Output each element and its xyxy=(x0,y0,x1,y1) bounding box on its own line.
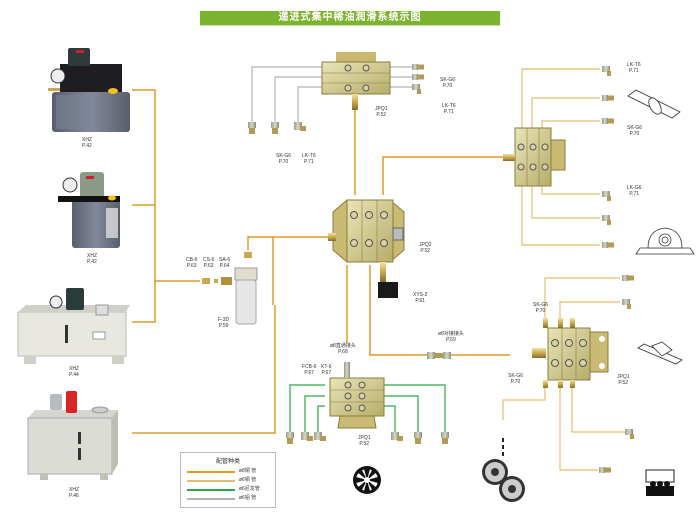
legend-swatch xyxy=(187,471,235,473)
fitting-right-5 xyxy=(602,215,611,225)
legend-label: ø6铜 管 xyxy=(239,477,257,483)
distributor-jpq2-center[interactable] xyxy=(328,199,405,282)
fitting-bottom-2 xyxy=(301,432,313,441)
pipe-filter-to-jpq2 xyxy=(247,236,330,250)
legend-item: ø6铜 管 xyxy=(187,477,273,484)
pump-xhz-p42-small[interactable] xyxy=(58,172,120,248)
pipes-copper-8 xyxy=(132,89,510,434)
legend-label: ø6铝 管 xyxy=(239,495,257,501)
legend-title: 配管种类 xyxy=(215,459,240,465)
legend-swatch xyxy=(187,489,235,491)
fitting-lk-t6-top-left xyxy=(294,122,306,131)
switch-xys2[interactable] xyxy=(378,282,398,298)
fitting-lower-right-4 xyxy=(599,467,611,473)
fitting-lower-right-1 xyxy=(622,275,634,281)
fitting-right-2 xyxy=(602,95,614,101)
pipes-copper-6 xyxy=(502,68,625,471)
pipe-to-butt xyxy=(369,265,427,356)
fitting-lk-t6-right xyxy=(602,66,611,76)
roller-bearing-icon xyxy=(645,469,675,496)
wheel-icon xyxy=(353,466,381,494)
pump-xhz-p44[interactable] xyxy=(17,288,130,364)
gear-pair-icon xyxy=(482,438,525,502)
pipe-legend: 配管种类 ø8铜 管 ø6铜 管 ø6尼龙管 ø6铝 管 xyxy=(180,452,276,508)
fitting-sk-g6-top-left xyxy=(271,122,279,134)
fitting-bottom-4 xyxy=(391,432,403,441)
distributor-right-upper[interactable] xyxy=(503,127,566,187)
inlet-fittings[interactable] xyxy=(202,277,232,285)
fitting-sk-g6-right xyxy=(602,118,614,124)
pipes-nylon-6 xyxy=(289,384,446,432)
title-underline xyxy=(200,25,500,26)
legend-swatch xyxy=(187,498,235,500)
fitting-right-6 xyxy=(602,242,614,248)
butt-joint-fitting[interactable] xyxy=(427,352,451,359)
pump-xhz-p42-large[interactable] xyxy=(48,48,130,132)
fitting-lk-g6-right xyxy=(602,191,611,201)
distributor-jpq1-top[interactable] xyxy=(321,52,391,110)
legend-item: ø8铜 管 xyxy=(187,468,273,475)
fitting-bottom-5 xyxy=(414,432,422,444)
legend-item: ø6铝 管 xyxy=(187,495,273,502)
pipe-pump4 xyxy=(132,305,276,434)
shaft-icon xyxy=(627,89,681,119)
legend-label: ø8铜 管 xyxy=(239,468,257,474)
fitting-bottom-1 xyxy=(286,432,294,444)
fitting-lk-t6-top-right xyxy=(412,84,421,94)
diagram-title: 递进式集中稀油润滑系统示图 xyxy=(200,11,500,25)
pump-xhz-p46[interactable] xyxy=(27,391,118,480)
linear-guide-icon xyxy=(637,341,683,365)
fitting-bottom-6 xyxy=(441,432,449,444)
fitting-lower-right-3 xyxy=(625,429,634,439)
legend-item: ø6尼龙管 xyxy=(187,486,273,493)
distributor-jpq1-bottom[interactable] xyxy=(329,362,385,429)
fitting-bottom-3 xyxy=(314,432,326,441)
pipes-aluminum-6 xyxy=(251,66,412,122)
fitting-top-right-1 xyxy=(412,64,424,70)
legend-swatch xyxy=(187,480,235,482)
distributor-jpq1-lower-right[interactable] xyxy=(532,318,609,388)
fitting-sk-g6-top-right xyxy=(412,74,424,80)
filter-f3d[interactable] xyxy=(234,252,258,325)
legend-label: ø6尼龙管 xyxy=(239,486,260,492)
pipe-jpq2-to-right xyxy=(382,156,505,195)
fitting-lower-right-2 xyxy=(622,299,631,309)
fitting-top-left-1 xyxy=(248,122,256,134)
pipe-pump-bus xyxy=(132,89,156,323)
bearing-icon xyxy=(635,227,695,255)
